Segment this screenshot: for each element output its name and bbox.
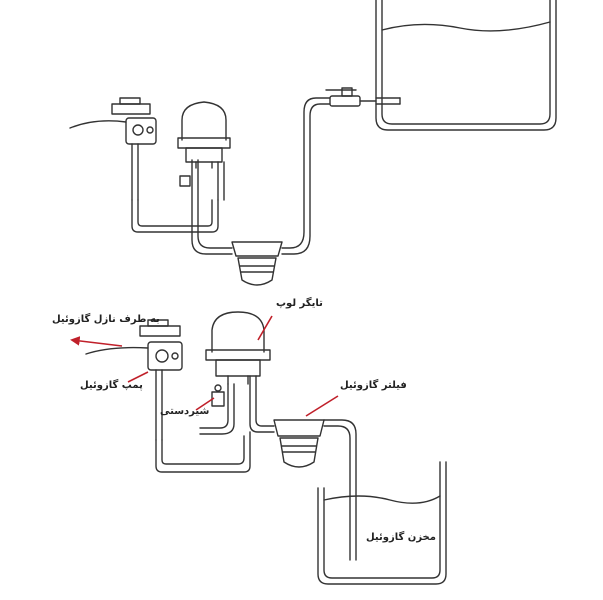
bottom-tank: [317, 461, 447, 585]
pointer-valve: [195, 397, 215, 411]
bottom-suction-pipe: [323, 425, 351, 561]
bottom-filter: [273, 419, 325, 468]
top-pump: [69, 97, 157, 201]
top-tank-fuel-surface: [381, 21, 551, 32]
top-diagram: [69, 0, 557, 286]
label-filter: فیلتر گازوئیل: [340, 380, 407, 391]
top-tank-valve: [325, 87, 401, 107]
label-tank: مخزن گازوئیل: [366, 532, 436, 543]
pointer-tiger-loop: [257, 315, 273, 341]
top-tank: [375, 0, 557, 131]
label-nozzle-side: به طرف نازل گازوئیل: [52, 314, 160, 325]
pointer-pump: [127, 371, 149, 383]
top-filter: [231, 241, 283, 286]
bottom-tank-fuel-surface: [323, 495, 441, 504]
pointer-filter: [305, 395, 339, 417]
top-supply-pipe: [281, 97, 331, 249]
bottom-hand-valve: [211, 384, 225, 407]
bottom-pump: [85, 319, 183, 441]
label-valve: شیردستی: [160, 406, 210, 417]
bottom-tiger-loop: [205, 311, 271, 385]
bottom-diagram: [85, 311, 447, 585]
top-tiger-loop: [177, 101, 231, 201]
label-pump: پمپ گازوئیل: [80, 380, 143, 391]
label-tiger-loop: تایگر لوپ: [276, 298, 323, 309]
top-hand-valve: [179, 175, 191, 187]
arrow-nozzle-side: [70, 336, 123, 347]
